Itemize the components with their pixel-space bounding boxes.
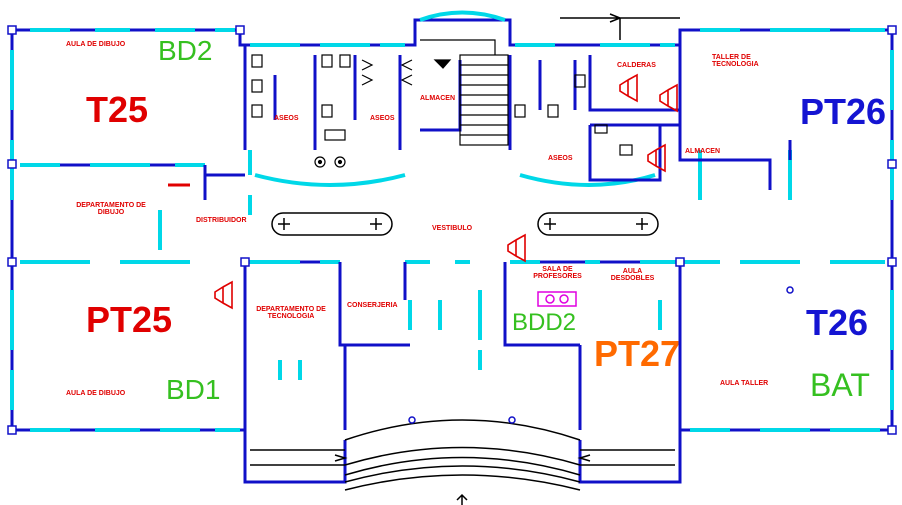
room-label-taller-tecnologia: TALLER DE TECNOLOGIA	[712, 54, 759, 68]
stairs-icon	[420, 39, 509, 146]
room-label-aseos-left: ASEOS	[274, 115, 299, 122]
room-code-pt26: PT26	[800, 91, 887, 132]
tag-bat: BAT	[810, 367, 870, 403]
tag-bd1: BD1	[166, 374, 221, 405]
room-label-aseos-mid: ASEOS	[370, 115, 395, 122]
room-label-aula-desdobles: AULA DESDOBLES	[610, 268, 655, 282]
room-label-departamento-dibujo: DEPARTAMENTO DE DIBUJO	[76, 202, 146, 216]
room-label-almacen-right: ALMACEN	[685, 148, 720, 155]
room-label-vestibulo: VESTIBULO	[432, 225, 473, 232]
room-label-aula-dibujo-bottom: AULA DE DIBUJO	[66, 390, 126, 397]
room-label-conserjeria: CONSERJERIA	[347, 302, 398, 309]
toilet-fixtures	[251, 54, 633, 168]
room-label-calderas: CALDERAS	[617, 62, 656, 69]
room-label-aula-taller: AULA TALLER	[720, 380, 769, 387]
room-code-pt27: PT27	[594, 333, 681, 374]
interior-partitions	[20, 150, 885, 380]
room-label-departamento-tecnologia: DEPARTAMENTO DE TECNOLOGIA	[256, 306, 326, 320]
magenta-box	[537, 291, 577, 307]
room-label-aula-dibujo-top: AULA DE DIBUJO	[66, 41, 126, 48]
column-icon	[408, 286, 794, 424]
benches	[271, 212, 659, 236]
room-code-t26: T26	[806, 302, 869, 343]
room-label-distribuidor: DISTRIBUIDOR	[196, 217, 247, 224]
speaker-icon	[214, 73, 678, 310]
entrance-steps	[250, 13, 680, 505]
room-label-almacen-stair: ALMACEN	[420, 95, 455, 102]
room-label-sala-profesores: SALA DE PROFESORES	[533, 266, 582, 280]
room-code-t25: T25	[86, 89, 149, 130]
tag-bdd2: BDD2	[512, 309, 577, 336]
corner-columns	[7, 25, 897, 435]
tag-bd2: BD2	[158, 35, 213, 66]
interior-walls	[60, 45, 792, 430]
windows	[10, 10, 894, 432]
room-label-aseos-right: ASEOS	[548, 155, 573, 162]
room-code-pt25: PT25	[86, 299, 173, 340]
